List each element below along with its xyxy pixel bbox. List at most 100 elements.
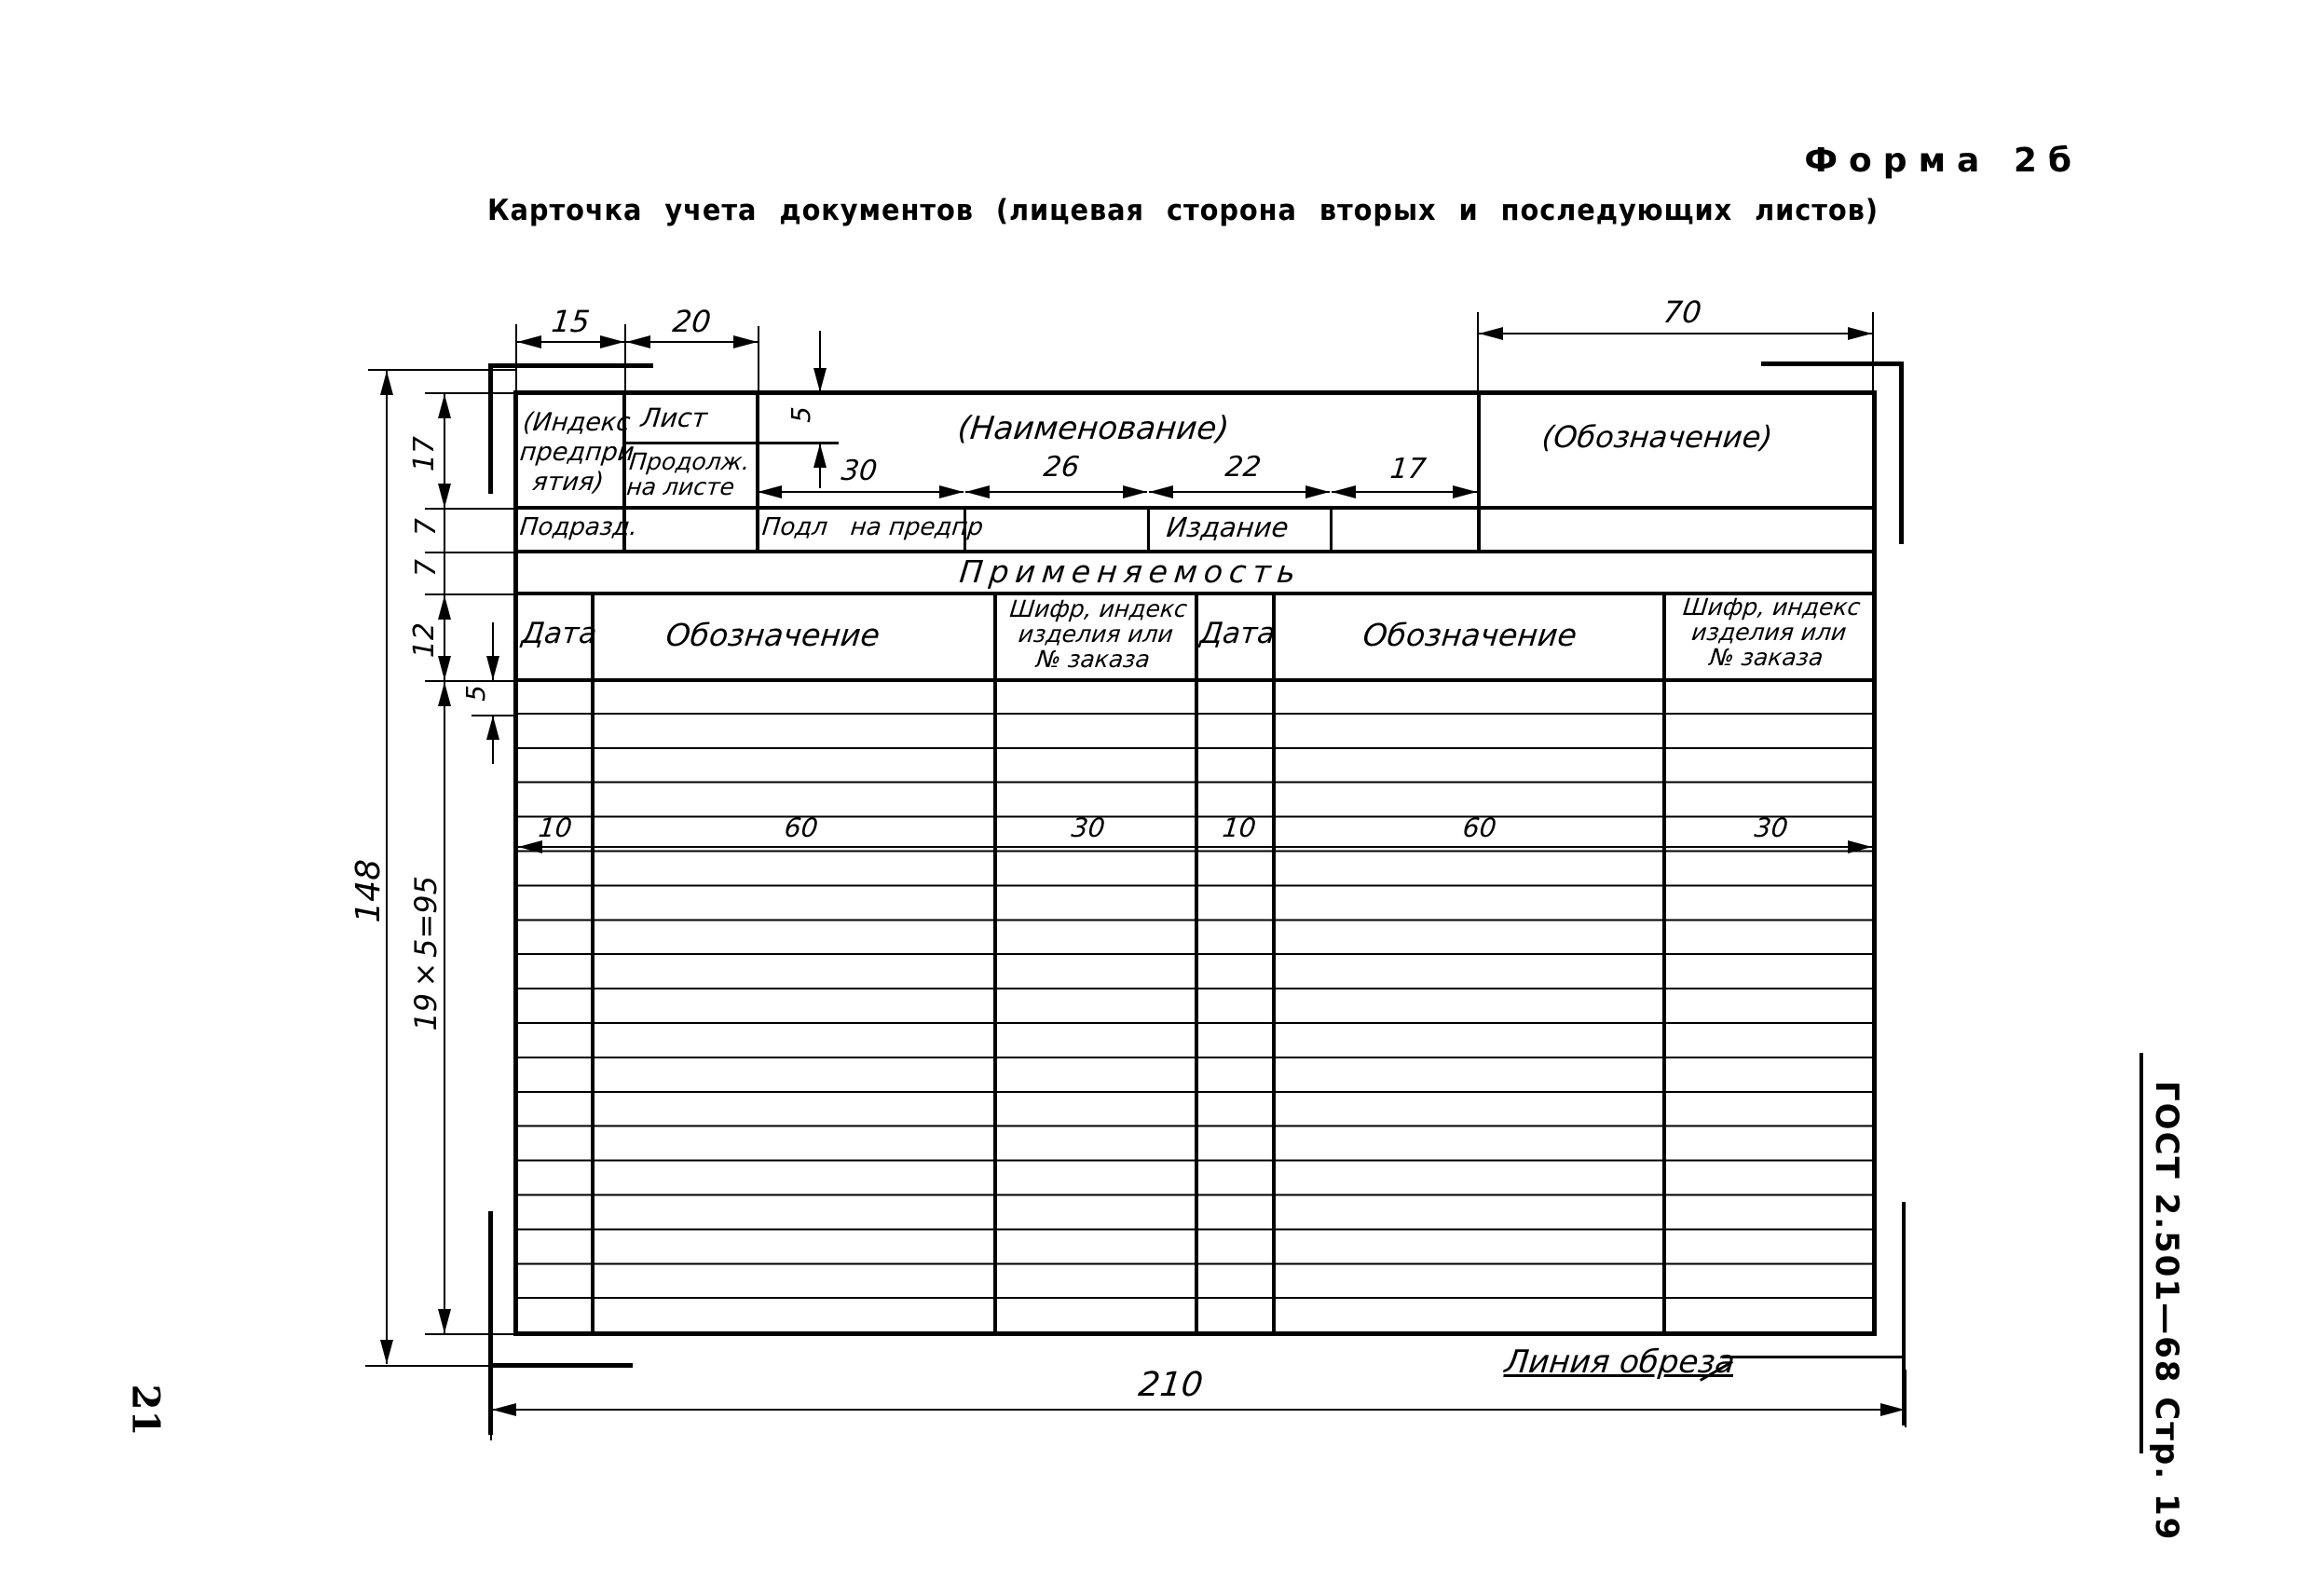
frame-left <box>513 390 518 1336</box>
code-right-line-2: изделия или <box>1690 619 1848 646</box>
enterprise-index-line-1: (Индекс <box>521 408 632 437</box>
ext-rows-2 <box>425 552 515 553</box>
applicability-label: Применяемость <box>957 553 1305 590</box>
dim-col-30a: 30 <box>1070 812 1107 843</box>
dim-line-5-row-top <box>486 622 499 680</box>
dim-line-20 <box>626 335 758 348</box>
col-dim-line <box>518 840 1872 853</box>
frame-right <box>1872 390 1877 1336</box>
edition-label: Издание <box>1165 512 1291 543</box>
ext-line-70-left <box>1477 312 1479 392</box>
ext-rows-1 <box>425 508 515 510</box>
dim-210: 210 <box>1136 1366 1205 1404</box>
dim-line-17-row <box>438 394 451 508</box>
gost-reference: ГОСТ 2.501—68 Стр. 19 <box>2148 1081 2185 1542</box>
dim-26: 26 <box>1042 451 1082 484</box>
dim-line-26 <box>965 485 1147 498</box>
dim-line-95-rows <box>438 682 451 1333</box>
designation-field-label: (Обозначение) <box>1540 419 1775 455</box>
ext-210-left <box>490 1366 492 1440</box>
code-left-line-1: Шифр, индекс <box>1008 595 1189 622</box>
dim-20: 20 <box>671 304 713 339</box>
dim-line-5-bottom <box>813 443 827 488</box>
ext-148-top <box>368 369 517 371</box>
name-field-label: (Наименование) <box>955 410 1231 447</box>
dim-row-7a: 7 <box>410 518 443 537</box>
ext-210-right <box>1905 1370 1907 1427</box>
ext-rows-0 <box>425 392 515 394</box>
ext-line-mid <box>624 324 626 391</box>
dim-line-17 <box>1332 485 1477 498</box>
col-header-code-left: Шифр, индекс изделия или № заказа <box>991 595 1201 673</box>
row-sep-1 <box>515 506 1876 510</box>
cut-mark-top-right-h <box>1761 361 1903 366</box>
ext-line-right <box>758 326 759 391</box>
dim-5-split: 5 <box>786 406 816 423</box>
sheet-split-line <box>624 442 839 444</box>
body-rows <box>518 680 1872 1333</box>
col-header-date-left: Дата <box>520 617 599 650</box>
continued-line-2: на листе <box>625 473 736 500</box>
ext-rows-5 <box>425 1333 515 1335</box>
ext-line-70-right <box>1872 312 1874 392</box>
vline-field-22 <box>1147 508 1150 552</box>
code-left-line-3: № заказа <box>1034 646 1152 673</box>
dim-col-30b: 30 <box>1753 812 1790 843</box>
vline-field-26 <box>964 508 966 552</box>
dim-body-rows: 19×5=95 <box>408 876 444 1031</box>
ext-rows-3 <box>425 593 515 595</box>
continued-line-1: Продолж. <box>627 448 751 475</box>
vline-field-17 <box>1330 508 1333 552</box>
dim-col-60a: 60 <box>783 812 820 843</box>
dim-line-30 <box>758 485 964 498</box>
enterprise-index-label: (Индекс предпри ятия) <box>515 408 636 498</box>
col-header-designation-left: Обозначение <box>663 617 882 653</box>
dim-line-7b <box>444 553 445 593</box>
col-header-designation-right: Обозначение <box>1360 617 1579 653</box>
document-title: Карточка учета документов (лицевая сторо… <box>487 194 1879 227</box>
ext-148-bottom <box>365 1365 491 1367</box>
dim-line-210 <box>492 1403 1905 1416</box>
dim-30: 30 <box>840 455 880 487</box>
dim-row-12: 12 <box>408 622 441 659</box>
enterprise-index-line-2: предпри <box>518 438 636 467</box>
cut-line-label: Линия обреза <box>1502 1344 1737 1381</box>
code-right-line-1: Шифр, индекс <box>1681 593 1862 621</box>
vline-designation <box>1477 392 1481 552</box>
dim-17: 17 <box>1388 453 1428 485</box>
col-header-date-right: Дата <box>1198 617 1278 650</box>
dim-line-148 <box>380 371 393 1364</box>
continued-on-sheet-label: Продолж. на листе <box>625 448 751 500</box>
cut-mark-bottom-left-v <box>488 1211 493 1435</box>
dim-row-7b: 7 <box>410 559 443 578</box>
sheet-label: Лист <box>639 402 709 433</box>
frame-top <box>515 390 1876 395</box>
cut-mark-bottom-right-v <box>1902 1202 1906 1425</box>
row-sep-2 <box>515 550 1876 553</box>
subdivision-label: Подразд. <box>518 513 639 541</box>
dim-line-5-top <box>813 331 827 392</box>
code-right-line-3: № заказа <box>1708 644 1825 671</box>
cut-mark-top-left-v <box>488 363 493 494</box>
cut-line-leader <box>1722 1356 1902 1358</box>
dim-22: 22 <box>1223 451 1264 484</box>
dim-line-70 <box>1479 327 1872 340</box>
enterprise-index-line-3: ятия) <box>530 468 606 497</box>
dim-row-17: 17 <box>408 436 441 472</box>
gost-rule <box>2139 1053 2143 1453</box>
page-number: 21 <box>123 1384 168 1437</box>
cut-mark-bottom-left-h <box>488 1363 633 1368</box>
dim-line-5-row-bottom <box>486 716 499 764</box>
dim-col-10a: 10 <box>537 812 574 843</box>
ext-line-left <box>515 324 517 391</box>
dim-row-5: 5 <box>460 685 491 702</box>
dim-148: 148 <box>349 859 388 923</box>
ext-rows-4 <box>425 680 515 682</box>
dim-line-15 <box>517 335 624 348</box>
cut-mark-top-left-h <box>490 363 653 368</box>
dim-line-22 <box>1149 485 1330 498</box>
original-at-enterprise-label: Подл на предпр <box>760 513 985 541</box>
code-left-line-2: изделия или <box>1017 621 1175 648</box>
dim-15: 15 <box>550 304 592 339</box>
vline-index <box>622 392 626 552</box>
